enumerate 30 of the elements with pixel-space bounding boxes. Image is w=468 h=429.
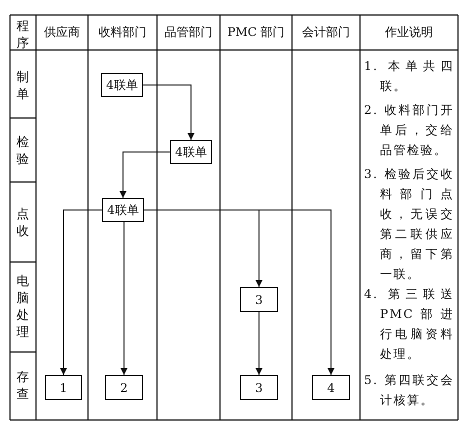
- document-box: 2: [105, 375, 143, 400]
- arrow: [142, 84, 194, 140]
- document-box: 3: [240, 287, 278, 312]
- row-header: 点收: [16, 205, 30, 239]
- instruction-note: 2. 收料部门开单后，交给品管检验。: [364, 102, 454, 159]
- column-header: 收料部门: [98, 25, 148, 40]
- document-box: 4联单: [102, 198, 144, 222]
- column-header: 程序: [16, 17, 30, 51]
- row-header: 制单: [16, 68, 30, 102]
- document-box: 4联单: [101, 73, 143, 97]
- row-header: 存查: [16, 368, 30, 402]
- instruction-note: 1. 本单共四联。: [364, 58, 454, 95]
- arrow: [120, 222, 128, 376]
- document-box: 4: [312, 375, 350, 400]
- document-box: 1: [45, 375, 82, 400]
- column-header: PMC 部门: [226, 25, 286, 40]
- instruction-note: 4. 第三联送PMC部进行电脑资料处理。: [364, 286, 454, 363]
- document-box: 4联单: [170, 140, 212, 164]
- column-header: 品管部门: [164, 25, 214, 40]
- column-header: 会计部门: [301, 25, 351, 40]
- instruction-note: 5. 第四联交会计核算。: [364, 372, 454, 409]
- row-header: 检验: [16, 133, 30, 167]
- column-header: 供应商: [43, 25, 81, 40]
- document-box: 3: [240, 375, 278, 400]
- arrow: [60, 210, 102, 376]
- arrow: [120, 152, 170, 198]
- row-header: 电脑处理: [16, 272, 30, 340]
- instruction-note: 3. 检验后交收料部门点收，无误交第二联供应商，留下第一联。: [364, 166, 454, 283]
- column-header: 作业说明: [384, 25, 434, 40]
- arrow: [256, 312, 262, 376]
